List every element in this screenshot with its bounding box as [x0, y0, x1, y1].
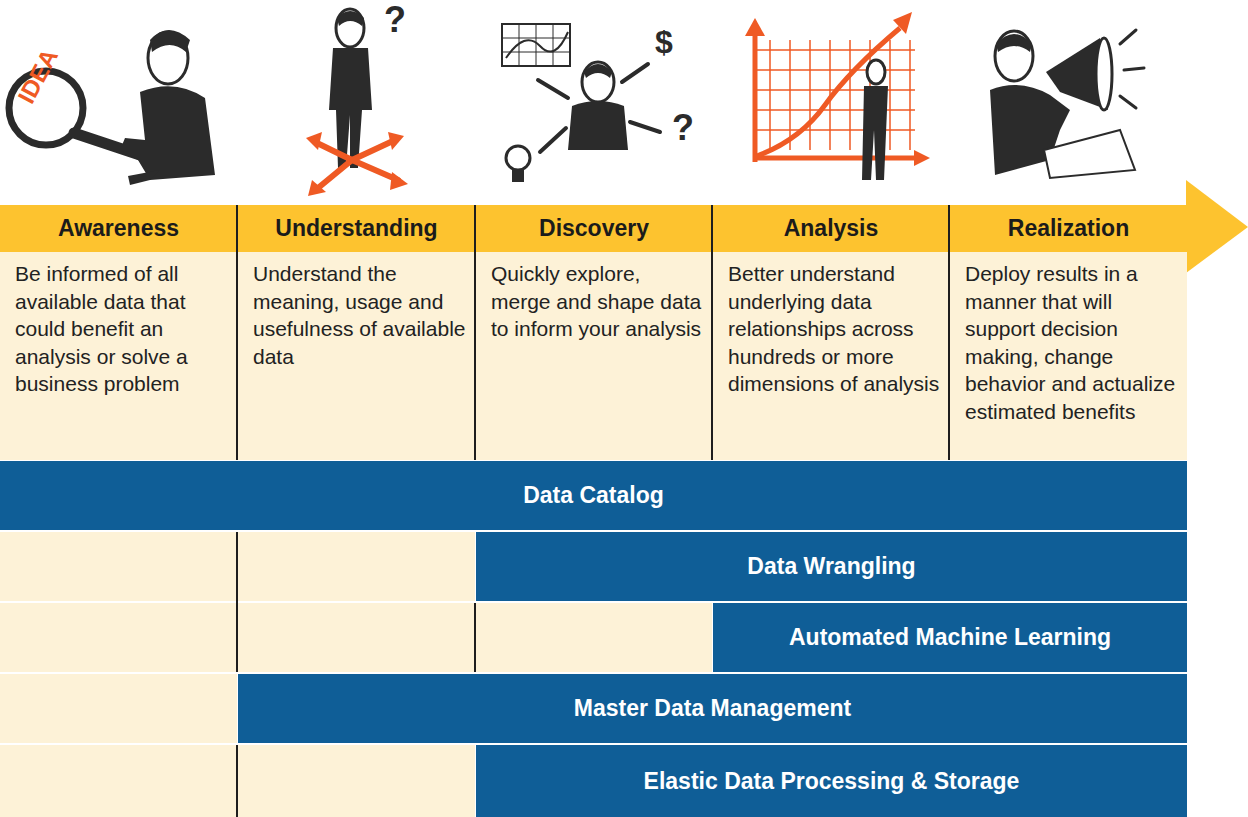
analysis-illustration — [745, 12, 930, 180]
axis-head — [914, 150, 930, 166]
capability-bar: Master Data Management — [238, 674, 1187, 743]
stage-heading: Understanding — [238, 205, 475, 252]
axis-head — [745, 18, 765, 36]
arrow-line — [315, 142, 352, 160]
paper-sheet — [1044, 130, 1135, 178]
arrow-line — [352, 140, 395, 160]
person-head — [995, 31, 1033, 81]
discovery-illustration — [502, 24, 660, 182]
timeline-arrowhead — [1186, 180, 1248, 273]
empty-cell — [0, 745, 237, 817]
mini-chart-frame — [502, 24, 570, 66]
lightbulb-base — [512, 170, 524, 182]
capability-bar: Automated Machine Learning — [713, 603, 1187, 672]
mini-chart-grid — [502, 24, 570, 66]
person-head — [867, 60, 885, 84]
empty-cell — [0, 603, 237, 672]
arrow-line — [352, 160, 398, 180]
arrow-head — [308, 180, 326, 196]
bar-label: Data Wrangling — [747, 553, 915, 580]
person-hair — [996, 34, 1032, 52]
chart-axes — [755, 32, 918, 162]
empty-cell — [238, 745, 475, 817]
empty-cell — [238, 532, 475, 601]
person-hair — [337, 11, 364, 26]
arrow-head — [306, 132, 322, 150]
divider-line — [474, 205, 476, 460]
awareness-illustration — [9, 30, 215, 185]
pointing-arrows — [538, 64, 660, 152]
stage-heading: Analysis — [713, 205, 949, 252]
stage-heading: Realization — [950, 205, 1187, 252]
stage-column: RealizationDeploy results in a manner th… — [950, 205, 1187, 460]
stage-description: Be informed of all available data that c… — [0, 252, 237, 460]
divider-line — [711, 205, 713, 460]
stage-column: AwarenessBe informed of all available da… — [0, 205, 237, 460]
column-dividers — [237, 205, 949, 817]
arrow-line — [538, 80, 568, 98]
bar-label: Data Catalog — [523, 482, 664, 509]
empty-cell — [0, 532, 237, 601]
stage-description: Better understand underlying data relati… — [713, 252, 949, 460]
person-head — [336, 9, 364, 47]
empty-cell — [0, 674, 237, 743]
stage-heading: Awareness — [0, 205, 237, 252]
person-body — [120, 86, 215, 180]
curve-head — [893, 12, 912, 34]
person-hair — [150, 30, 190, 52]
bar-label: Automated Machine Learning — [789, 624, 1111, 651]
person-body — [862, 86, 888, 180]
capability-bar: Data Wrangling — [476, 532, 1187, 601]
mini-chart-curve — [506, 32, 568, 58]
illustration-word: IDEA — [14, 45, 62, 107]
lightbulb — [506, 146, 530, 170]
illustration-symbol: ? — [672, 110, 694, 146]
capability-bar: Data Catalog — [0, 461, 1187, 530]
divider-line — [948, 205, 950, 460]
person-foot — [128, 170, 160, 185]
divider-line — [236, 745, 238, 817]
divider-line — [474, 603, 476, 672]
person-body — [568, 101, 628, 150]
illustration-symbol: $ — [655, 26, 673, 58]
realization-illustration — [990, 30, 1144, 178]
megaphone-mouth — [1096, 38, 1112, 110]
person-head — [582, 62, 614, 102]
arrow-line — [318, 160, 352, 188]
bar-label: Elastic Data Processing & Storage — [644, 768, 1020, 795]
stage-column: AnalysisBetter understand underlying dat… — [713, 205, 949, 460]
direction-arrows — [315, 140, 398, 188]
illustration-symbol: ? — [384, 2, 406, 38]
empty-cell — [238, 603, 475, 672]
arrow-heads — [306, 132, 408, 196]
stage-description: Understand the meaning, usage and useful… — [238, 252, 475, 460]
arrow-line — [630, 122, 660, 132]
divider-line — [236, 205, 238, 460]
person-hair — [584, 64, 612, 78]
bar-label: Master Data Management — [574, 695, 851, 722]
divider-line — [236, 532, 238, 672]
capability-bar: Elastic Data Processing & Storage — [476, 745, 1187, 817]
arrow-head — [388, 132, 404, 150]
arrow-head — [390, 172, 408, 190]
stage-column: UnderstandingUnderstand the meaning, usa… — [238, 205, 475, 460]
stage-column: DiscoveryQuickly explore, merge and shap… — [476, 205, 712, 460]
stage-description: Deploy results in a manner that will sup… — [950, 252, 1187, 460]
stage-description: Quickly explore, merge and shape data to… — [476, 252, 712, 460]
arrow-line — [622, 64, 648, 82]
stage-heading: Discovery — [476, 205, 712, 252]
empty-cell — [476, 603, 712, 672]
sound-lines — [1120, 30, 1144, 108]
arrow-line — [540, 128, 566, 152]
